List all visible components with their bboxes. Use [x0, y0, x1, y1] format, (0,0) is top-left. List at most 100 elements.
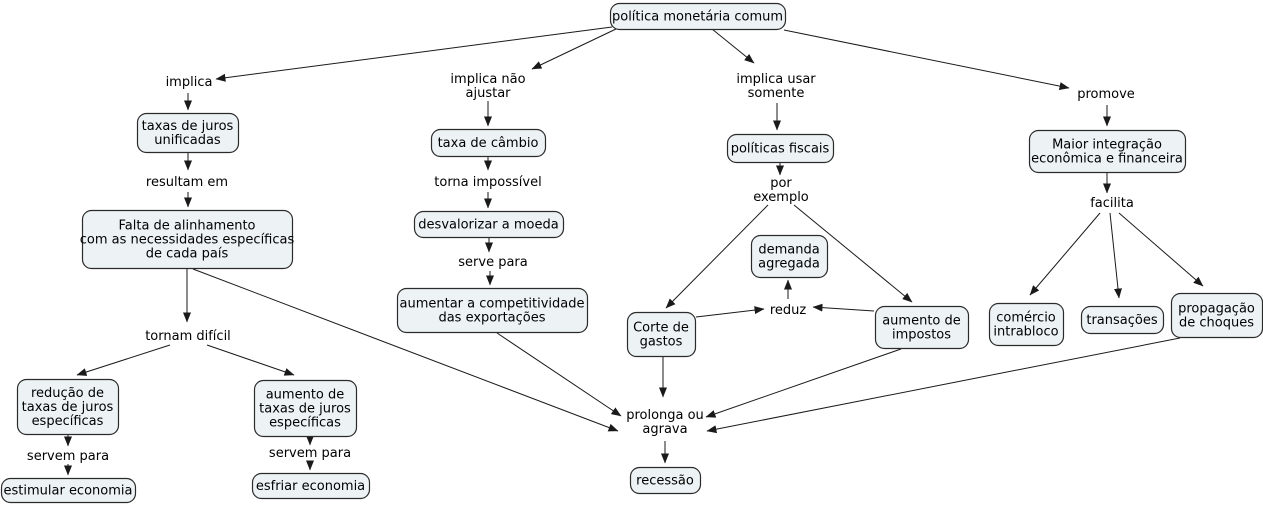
text-lines: servem para	[269, 446, 351, 461]
edge-politica-monetaria-comum--implica	[215, 26, 613, 82]
concept-box-estimular-economia[interactable]	[0, 477, 137, 504]
edge-propagacao-choques--prolonga-ou-agrava	[706, 337, 1181, 434]
concept-box-politicas-fiscais[interactable]	[726, 133, 835, 164]
text-lines: esfriar economia	[256, 479, 365, 494]
linking-phrase-resultam-em[interactable]: resultam em	[146, 175, 228, 190]
edge-tornam-dificil--reducao-taxas-especificas	[76, 344, 171, 376]
edge-facilita--transacoes	[1109, 212, 1122, 299]
linking-phrase-servem-para-2[interactable]: servem para	[269, 446, 351, 461]
text-lines: desvalorizar a moeda	[418, 217, 558, 232]
linking-phrase-tornam-dificil[interactable]: tornam difícil	[145, 329, 231, 344]
text-lines: promove	[1077, 87, 1135, 102]
edge-aumento-impostos--prolonga-ou-agrava	[705, 348, 902, 418]
concept-politicas-fiscais[interactable]: políticas fiscais	[726, 133, 835, 164]
linking-phrase-implica[interactable]: implica	[166, 75, 213, 90]
text-lines: resultam em	[146, 175, 228, 190]
concept-esfriar-economia[interactable]: esfriar economia	[251, 472, 371, 500]
concept-recessao[interactable]: recessão	[629, 466, 702, 495]
text-lines: servem para	[27, 449, 109, 464]
text-lines: política monetária comum	[612, 9, 783, 24]
text-lines: taxa de câmbio	[438, 136, 539, 151]
concept-box-corte-gastos[interactable]	[626, 311, 697, 358]
edge-politica-monetaria-comum--implica-nao-ajustar	[531, 28, 617, 70]
text-lines: torna impossível	[434, 175, 541, 190]
linking-phrase-promove[interactable]: promove	[1077, 87, 1135, 102]
edge-politica-monetaria-comum--implica-usar-somente	[711, 28, 755, 64]
concept-box-transacoes[interactable]	[1080, 305, 1165, 335]
text-lines: facilita	[1090, 196, 1134, 211]
edge-tornam-dificil--aumento-taxas-especificas	[206, 344, 295, 376]
concept-box-politica-monetaria-comum[interactable]	[609, 2, 787, 31]
concept-politica-monetaria-comum[interactable]: política monetária comum	[609, 2, 787, 31]
concept-transacoes[interactable]: transações	[1080, 305, 1165, 335]
text-lines: serve para	[458, 255, 527, 270]
linking-phrase-torna-impossivel[interactable]: torna impossível	[434, 175, 541, 190]
edge-facilita--propagacao-choques	[1118, 212, 1204, 287]
concept-box-reducao-taxas-especificas[interactable]	[16, 378, 120, 436]
edge-falta-alinhamento--prolonga-ou-agrava	[192, 268, 619, 432]
text-lines: transações	[1086, 313, 1157, 328]
text-lines: implica	[166, 75, 213, 90]
linking-phrase-serve-para[interactable]: serve para	[458, 255, 527, 270]
concept-box-demanda-agregada[interactable]	[750, 234, 829, 279]
linking-phrase-facilita[interactable]: facilita	[1090, 196, 1134, 211]
concept-box-maior-integracao[interactable]	[1028, 129, 1187, 174]
text-lines: reduz	[770, 303, 807, 318]
concept-box-comercio-intrabloco[interactable]	[988, 302, 1065, 347]
concept-box-taxas-juros-unificadas[interactable]	[136, 112, 240, 154]
concept-box-taxa-cambio[interactable]	[430, 128, 547, 158]
edge-aumentar-competitividade--prolonga-ou-agrava	[496, 332, 622, 417]
concept-box-aumento-taxas-especificas[interactable]	[253, 379, 358, 438]
concept-box-aumentar-competitividade[interactable]	[396, 287, 589, 334]
concept-box-desvalorizar-moeda[interactable]	[413, 210, 565, 239]
concept-desvalorizar-moeda[interactable]: desvalorizar a moeda	[413, 210, 565, 239]
text-lines: tornam difícil	[145, 329, 231, 344]
linking-phrase-reduz[interactable]: reduz	[770, 303, 807, 318]
concept-box-esfriar-economia[interactable]	[251, 472, 371, 500]
concept-box-recessao[interactable]	[629, 466, 702, 495]
edge-politica-monetaria-comum--promove	[783, 29, 1070, 91]
linking-phrase-servem-para-1[interactable]: servem para	[27, 449, 109, 464]
edge-aumento-impostos--reduz	[812, 303, 875, 312]
concept-box-aumento-impostos[interactable]	[874, 305, 970, 350]
concept-estimular-economia[interactable]: estimular economia	[0, 477, 137, 504]
edge-por-exemplo--corte-gastos	[665, 204, 769, 309]
edge-layer	[64, 26, 1204, 476]
edge-corte-gastos--reduz	[695, 306, 765, 318]
concept-box-falta-alinhamento[interactable]	[81, 209, 294, 270]
edge-por-exemplo--aumento-impostos	[793, 204, 913, 303]
concept-taxa-cambio[interactable]: taxa de câmbio	[430, 128, 547, 158]
